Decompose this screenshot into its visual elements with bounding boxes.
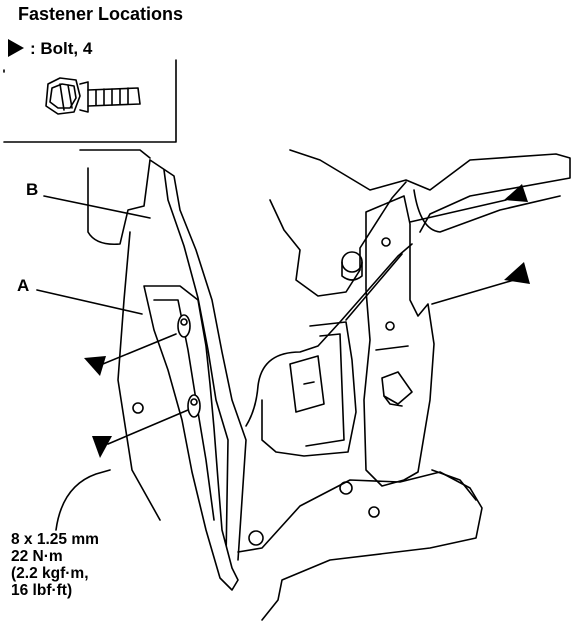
bolt-illustration	[45, 77, 141, 115]
callout-b: B	[26, 180, 39, 199]
legend-text: : Bolt, 4	[30, 39, 93, 58]
bolt-markers	[84, 184, 530, 458]
torque-spec-line-1: 8 x 1.25 mm	[11, 531, 99, 548]
upper-trim	[289, 149, 571, 233]
torque-spec-line-2: 22 N·m	[11, 548, 63, 565]
cable	[245, 243, 413, 427]
bracket-a	[143, 285, 239, 591]
leader-b	[43, 195, 151, 219]
leader-torque	[55, 469, 111, 531]
left-panel	[87, 159, 151, 246]
callout-a: A	[17, 276, 30, 295]
bolt-marker-3	[504, 184, 528, 202]
diagram-title: Fastener Locations	[18, 4, 184, 24]
leader-bolt-3	[409, 199, 507, 223]
legend: : Bolt, 4	[8, 39, 92, 59]
bolt-marker-2	[92, 436, 112, 458]
torque-spec-line-4: 16 lbf·ft)	[11, 582, 73, 599]
connector	[381, 371, 413, 405]
center-housing	[261, 321, 357, 457]
leader-bolt-1	[97, 333, 177, 367]
leader-bolt-2	[107, 409, 189, 445]
legend-box	[3, 59, 177, 143]
leader-a	[36, 289, 143, 315]
bolt-marker-4	[504, 262, 530, 284]
bolt-marker-icon	[8, 39, 24, 57]
torque-spec-line-3: (2.2 kgf·m,	[11, 565, 89, 582]
floor-plate	[237, 471, 483, 621]
right-bracket	[363, 195, 435, 487]
leader-bolt-4	[431, 279, 515, 305]
pillar-b	[149, 159, 247, 561]
bolt-marker-1	[84, 356, 106, 376]
